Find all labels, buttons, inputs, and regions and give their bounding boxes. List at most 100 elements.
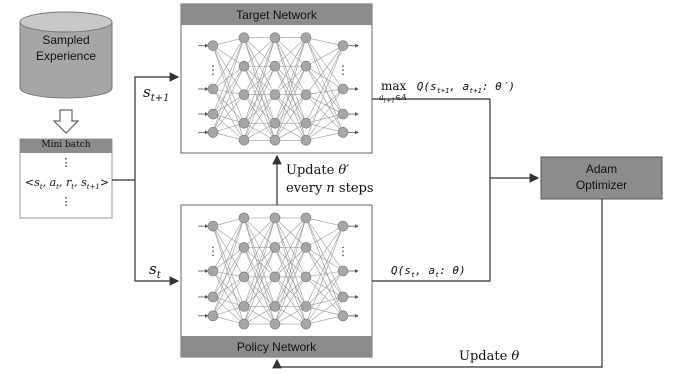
label-max-subscript: at+1∈A — [379, 93, 407, 105]
net-ellipsis-dot — [212, 246, 214, 249]
net-node — [207, 310, 219, 322]
net-ellipsis-dot — [212, 254, 214, 257]
net-edge — [212, 65, 245, 90]
net-edge — [212, 94, 245, 115]
net-ellipsis-dot — [212, 65, 214, 67]
net-edge — [212, 247, 245, 316]
net-edge — [212, 66, 245, 115]
net-edge — [305, 225, 344, 278]
net-ellipsis-dot — [342, 69, 344, 71]
net-edge — [243, 217, 276, 307]
net-node — [207, 220, 219, 232]
net-node — [238, 242, 250, 253]
net-edge — [212, 132, 245, 141]
net-node — [238, 135, 250, 146]
net-edge — [243, 247, 276, 325]
net-node — [300, 135, 312, 146]
mini-batch-dots-top: ⋮ — [60, 156, 72, 169]
net-ellipsis-dot — [342, 250, 344, 253]
net-edge — [212, 270, 245, 307]
net-node — [300, 301, 312, 312]
net-edge — [243, 94, 276, 141]
net-edge — [305, 88, 344, 124]
net-edge — [305, 88, 344, 141]
net-edge — [305, 37, 344, 46]
net-ellipsis-dot — [342, 65, 344, 67]
net-node — [207, 127, 219, 138]
arrow-to-target — [134, 72, 180, 180]
net-edge — [305, 88, 344, 95]
net-edge — [274, 37, 307, 95]
net-node — [269, 301, 281, 312]
net-edge — [305, 37, 344, 90]
mini-batch-box — [19, 138, 113, 219]
net-edge — [243, 37, 276, 67]
net-node — [238, 89, 250, 100]
net-node — [300, 60, 312, 72]
net-node — [300, 271, 312, 283]
arrow-optimizer-to-policy — [272, 199, 603, 369]
mini-batch-dots-bottom: ⋮ — [60, 195, 72, 208]
net-node — [337, 83, 349, 95]
net-edge — [212, 247, 245, 298]
net-edge — [305, 226, 344, 325]
net-node — [337, 40, 349, 51]
net-node — [300, 318, 312, 330]
net-edge — [305, 247, 344, 272]
net-edge — [305, 296, 344, 325]
net-edge — [212, 94, 245, 133]
net-edge — [212, 217, 245, 227]
net-edge — [305, 113, 344, 124]
net-edge — [305, 247, 344, 316]
net-edge — [274, 276, 307, 307]
mini-batch-header: Mini batch — [41, 140, 91, 150]
policy-neural-net — [198, 212, 359, 330]
net-node — [238, 212, 250, 224]
net-node — [238, 32, 250, 44]
net-edge — [305, 94, 344, 115]
net-edge — [212, 37, 245, 115]
net-edge — [305, 45, 344, 95]
net-edge — [243, 94, 276, 124]
label-update-theta: Update θ — [459, 349, 520, 364]
net-edge — [212, 247, 245, 272]
net-node — [337, 108, 349, 120]
net-node — [300, 117, 312, 129]
net-edge — [243, 37, 276, 95]
net-edge — [212, 45, 245, 95]
sampled-label-line2: Experience — [35, 49, 97, 63]
net-node — [238, 271, 250, 283]
net-edge — [305, 270, 344, 325]
net-edge — [212, 37, 245, 46]
net-edge — [305, 217, 344, 272]
net-edge — [212, 45, 245, 67]
net-node — [300, 212, 312, 224]
net-node — [337, 220, 349, 232]
net-node — [269, 271, 281, 283]
net-edge — [305, 296, 344, 307]
net-edge — [305, 37, 344, 115]
mini-batch-tuple: <st, at, rt, st+1> — [24, 176, 110, 192]
max-operator: max — [381, 79, 407, 93]
net-edge — [212, 217, 245, 316]
net-edge — [305, 132, 344, 141]
net-edge — [305, 217, 344, 298]
net-edge — [274, 37, 307, 67]
net-edge — [274, 306, 307, 325]
optimizer-line1: Adam — [585, 162, 618, 176]
net-edge — [274, 37, 307, 124]
net-edge — [243, 217, 276, 248]
net-node — [238, 60, 250, 72]
net-edge — [274, 122, 307, 141]
net-edge — [305, 270, 344, 307]
net-edge — [305, 276, 344, 298]
net-edge — [274, 94, 307, 124]
net-edge — [274, 247, 307, 325]
net-edge — [305, 113, 344, 141]
net-node — [337, 265, 349, 277]
arrow-policy-to-optimizer — [372, 178, 491, 282]
net-node — [207, 265, 219, 277]
down-arrow-icon — [52, 109, 80, 134]
net-edge — [243, 217, 276, 278]
net-node — [269, 242, 281, 253]
